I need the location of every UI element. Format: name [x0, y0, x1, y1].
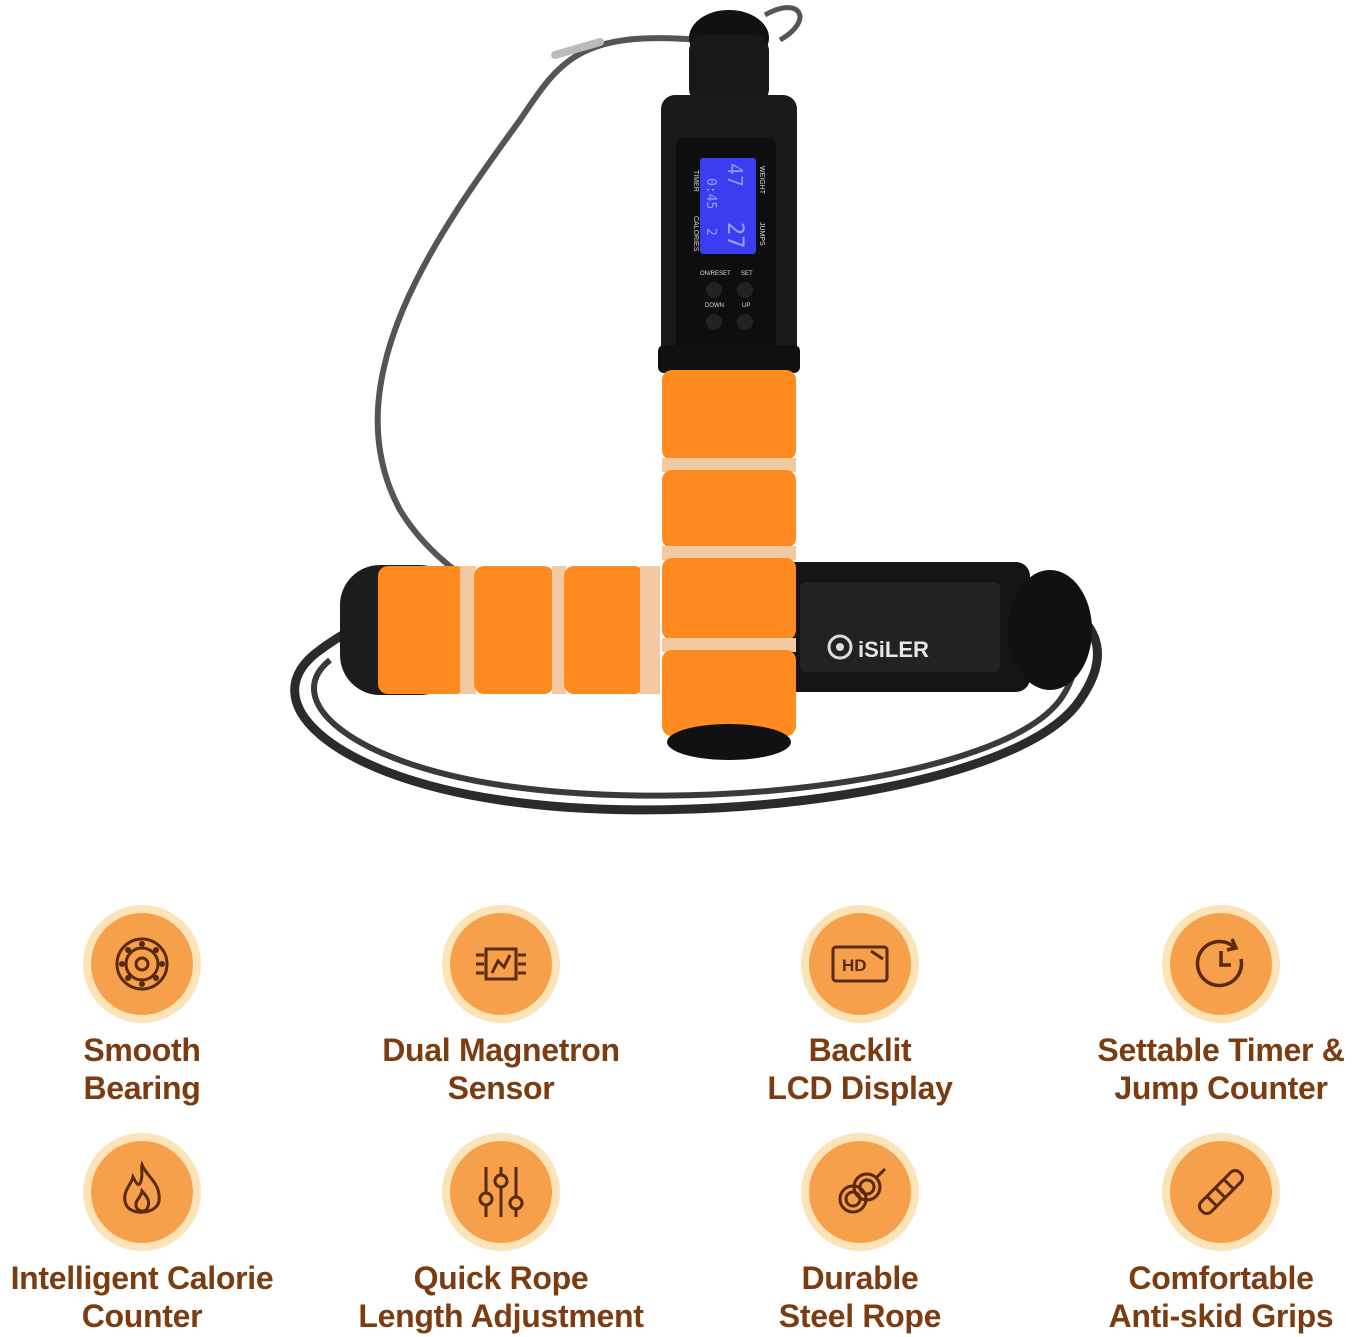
feature-badge	[83, 905, 201, 1023]
timer-icon	[1195, 938, 1244, 988]
lcd-button-set-label: SET	[741, 271, 753, 277]
feature-label-line2: Bearing	[83, 1070, 201, 1106]
lcd-label-jumps: JUMPS	[758, 222, 765, 246]
lcd-jumps-value: 27	[722, 222, 747, 249]
feature-badge: HD	[801, 905, 919, 1023]
feature-label-line2: Length Adjustment	[358, 1298, 644, 1334]
feature-label-line2: Counter	[81, 1298, 203, 1334]
brand-name: iSiLER	[858, 637, 929, 662]
feature-badge	[442, 905, 560, 1023]
lcd-button-on-reset-label: ON/RESET	[700, 271, 731, 277]
sensor-icon	[476, 947, 526, 981]
feature-label-line2: Anti-skid Grips	[1108, 1298, 1334, 1334]
feature-label-line1: Settable Timer &	[1097, 1032, 1345, 1068]
feature-label-line2: Sensor	[447, 1070, 555, 1106]
grip-icon	[1197, 1168, 1245, 1216]
vertical-handle: 47 27 0:45 2 WEIGHT JUMPS TIMER CALORIES…	[658, 10, 800, 760]
lcd-label-weight: WEIGHT	[758, 166, 765, 195]
lcd-weight-value: 47	[723, 163, 747, 187]
feature-label-line1: Backlit	[808, 1032, 912, 1068]
horizontal-handle: iSiLER	[340, 562, 1092, 695]
feature-label-line1: Dual Magnetron	[382, 1032, 620, 1068]
feature-label-line1: Durable	[801, 1260, 919, 1296]
lcd-timer-value: 0:45	[703, 178, 718, 209]
feature-badge	[801, 1133, 919, 1251]
brand-logo-icon	[827, 634, 853, 660]
feature-label-line1: Quick Rope	[413, 1260, 589, 1296]
lcd-button-up-label: UP	[742, 303, 750, 309]
feature-label-line2: LCD Display	[767, 1070, 953, 1106]
product-photo: iSiLER 47 27 0:45 2 WEIGHT JUMPS TIMER C…	[290, 5, 1102, 815]
feature-label-line1: Comfortable	[1128, 1260, 1314, 1296]
bearing-icon	[115, 937, 169, 991]
rope-upper	[374, 35, 701, 613]
lcd-button-down-label: DOWN	[705, 303, 724, 309]
feature-label-line2: Steel Rope	[778, 1298, 942, 1334]
lcd-calories-value: 2	[703, 228, 718, 236]
feature-label-line1: Intelligent Calorie	[10, 1260, 274, 1296]
feature-badge	[1162, 1133, 1280, 1251]
sliders-icon	[478, 1167, 524, 1217]
feature-label-line2: Jump Counter	[1114, 1070, 1328, 1106]
feature-label-line1: Smooth	[83, 1032, 201, 1068]
feature-badge	[1162, 905, 1280, 1023]
lcd-label-timer: TIMER	[692, 170, 699, 192]
feature-settable-timer-jump-counter: Settable Timer &Jump Counter	[1041, 905, 1355, 1107]
svg-text:HD: HD	[842, 956, 867, 975]
feature-badge	[83, 1133, 201, 1251]
feature-badge	[442, 1133, 560, 1251]
hd-display-icon: HD	[831, 945, 889, 983]
rope-icon	[838, 1167, 887, 1214]
flame-icon	[123, 1160, 161, 1214]
lcd-label-calories: CALORIES	[692, 216, 699, 252]
